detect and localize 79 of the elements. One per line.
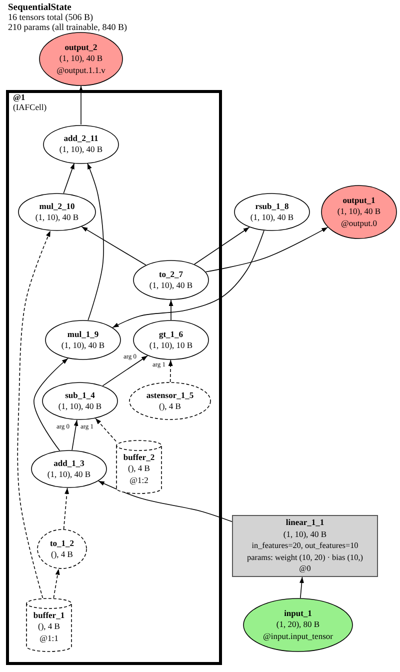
buffer-cylinder [116,440,162,494]
arrow [78,86,84,125]
tensor-size: (1, 10), 40 B [283,528,327,540]
tensor-size: (1, 10), 10 B [149,340,193,352]
arrow [112,230,264,328]
node-name: buffer_2 [123,452,155,464]
tensor-size: (), 4 B [128,463,150,475]
tensor-ellipse [45,320,121,360]
tensor-size: (1, 10), 40 B [59,144,103,156]
node-name: to_2_7 [158,268,184,280]
node-detail: @output.0 [341,218,377,230]
tensor-ellipse [133,320,209,360]
arrow [98,480,232,522]
node-name: output_1 [342,194,376,206]
tensor-size: (1, 10), 40 B [59,53,103,65]
tensor-ellipse [234,193,310,231]
tensor-ellipse [31,450,107,488]
group-name: @1 [13,93,26,102]
arrow [299,576,304,598]
tensor-ellipse [18,193,96,231]
dashed-arrow [63,488,70,530]
arrow [102,355,148,386]
node-detail: @input.input_tensor [263,630,333,642]
node-name: gt_1_6 [158,328,184,340]
tensor-size: (), 4 B [51,549,73,560]
node-name: to_1_2 [50,538,74,549]
node-name: add_2_11 [64,132,98,144]
tensor-size: (), 4 B [38,621,60,633]
node-name: buffer_1 [33,610,65,622]
tensor-ellipse [37,529,87,569]
tensor-ellipse [42,382,118,420]
arrow [34,358,68,451]
node-name: sub_1_4 [65,390,95,401]
tensor-size: (1, 10), 40 B [47,469,91,480]
tensor-ellipse [43,124,119,164]
arrow [87,162,104,321]
summary-text: 16 tensors total (506 B) [8,13,93,22]
arrow [63,162,75,194]
buffer-cylinder [26,598,72,652]
diagram-title: SequentialState [8,3,72,13]
tensor-size: (1, 10), 40 B [250,212,294,224]
layer-box [232,515,378,577]
dashed-arrow [17,230,51,598]
node-name: output_2 [64,42,98,54]
arrow [194,226,250,265]
node-name: mul_1_9 [67,328,99,340]
node-detail: params: weight (10, 20) · bias (10,) [247,552,363,564]
node-detail: @1:2 [130,474,148,486]
dashed-arrow [95,418,116,442]
node-name: linear_1_1 [286,517,324,529]
tensor-size: (1, 10), 40 B [58,401,102,412]
tensor-size: (), 4 B [159,401,181,412]
tensor-size: (1, 10), 40 B [35,212,79,224]
dashed-arrow [168,360,173,382]
arrow [72,420,78,450]
group-type: (IAFCell) [13,102,47,112]
arrow [81,226,146,266]
node-name: input_1 [284,608,312,620]
output-ellipse [321,185,397,239]
node-detail: in_features=20, out_features=10 [252,540,358,552]
dashed-arrow [53,568,60,598]
node-detail: @0 [299,563,311,575]
node-name: mul_2_10 [39,200,75,212]
arrow [168,300,174,320]
node-detail: @output.1.1.v [56,64,106,76]
output-ellipse [39,32,123,86]
tensor-size: (1, 20), 80 B [276,619,320,631]
tensor-ellipse [133,260,209,300]
node-name: add_1_3 [54,458,84,469]
tensor-size: (1, 10), 40 B [337,206,381,218]
tensor-size: (1, 10), 40 B [149,280,193,292]
node-name: astensor_1_5 [146,390,194,401]
arrow [205,226,328,272]
node-name: rsub_1_8 [255,200,289,212]
tensor-ellipse [129,382,211,420]
node-detail: @1:1 [40,632,58,644]
module-frame [6,90,222,665]
input-ellipse [243,598,353,652]
tensor-size: (1, 10), 40 B [61,340,105,352]
